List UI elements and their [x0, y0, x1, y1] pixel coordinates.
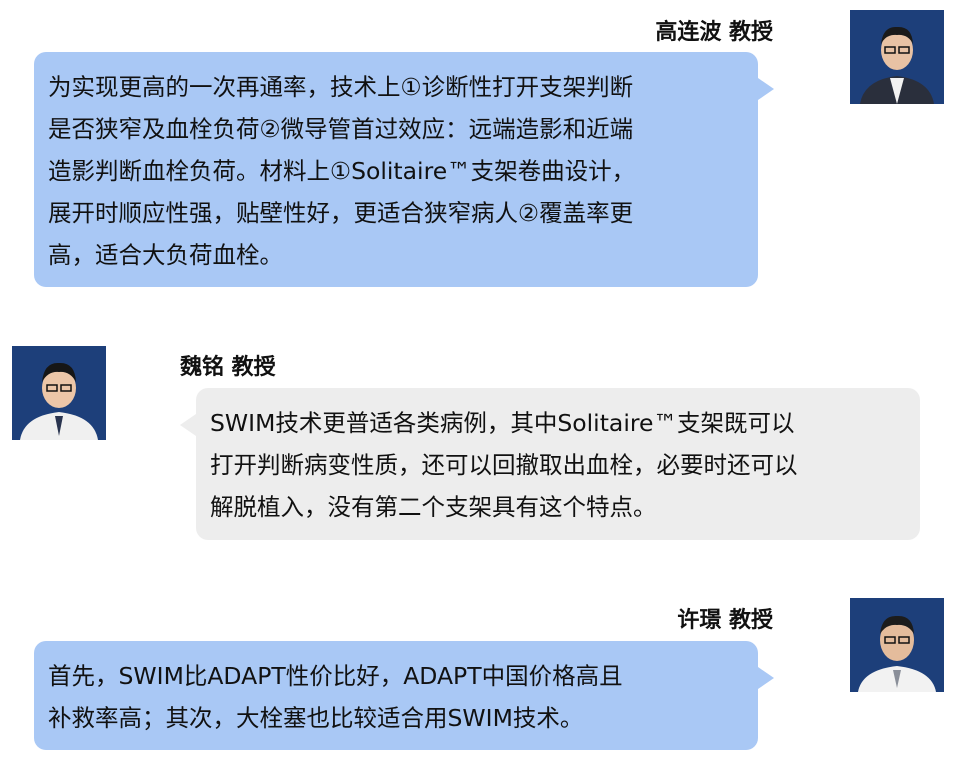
speaker-name: 高连波 教授 — [655, 20, 773, 45]
message-line: 打开判断病变性质，还可以回撤取出血栓，必要时还可以 — [210, 451, 798, 479]
message-line: 展开时顺应性强，贴壁性好，更适合狭窄病人②覆盖率更 — [48, 199, 634, 227]
message-line: 为实现更高的一次再通率，技术上①诊断性打开支架判断 — [48, 73, 634, 101]
bubble-tail — [758, 667, 774, 689]
avatar — [850, 598, 944, 692]
message-line: 造影判断血栓负荷。材料上①Solitaire™支架卷曲设计， — [48, 157, 636, 185]
message-line: 解脱植入，没有第二个支架具有这个特点。 — [210, 493, 657, 521]
speaker-name: 魏铭 教授 — [180, 355, 276, 380]
message-line: 首先，SWIM比ADAPT性价比好，ADAPT中国价格高且 — [48, 662, 623, 690]
message-bubble: 首先，SWIM比ADAPT性价比好，ADAPT中国价格高且 补救率高；其次，大栓… — [34, 641, 774, 750]
avatar — [12, 346, 106, 440]
speaker-name: 许璟 教授 — [677, 608, 773, 633]
bubble-tail — [758, 78, 774, 100]
avatar — [850, 10, 944, 104]
bubble-tail — [180, 414, 196, 436]
message-line: 高，适合大负荷血栓。 — [48, 241, 283, 269]
message-line: 是否狭窄及血栓负荷②微导管首过效应：远端造影和近端 — [48, 115, 634, 143]
message-bubble: SWIM技术更普适各类病例，其中Solitaire™支架既可以 打开判断病变性质… — [180, 388, 920, 540]
message-bubble: 为实现更高的一次再通率，技术上①诊断性打开支架判断 是否狭窄及血栓负荷②微导管首… — [34, 52, 774, 287]
message-line: 补救率高；其次，大栓塞也比较适合用SWIM技术。 — [48, 704, 584, 732]
message-line: SWIM技术更普适各类病例，其中Solitaire™支架既可以 — [210, 409, 795, 437]
